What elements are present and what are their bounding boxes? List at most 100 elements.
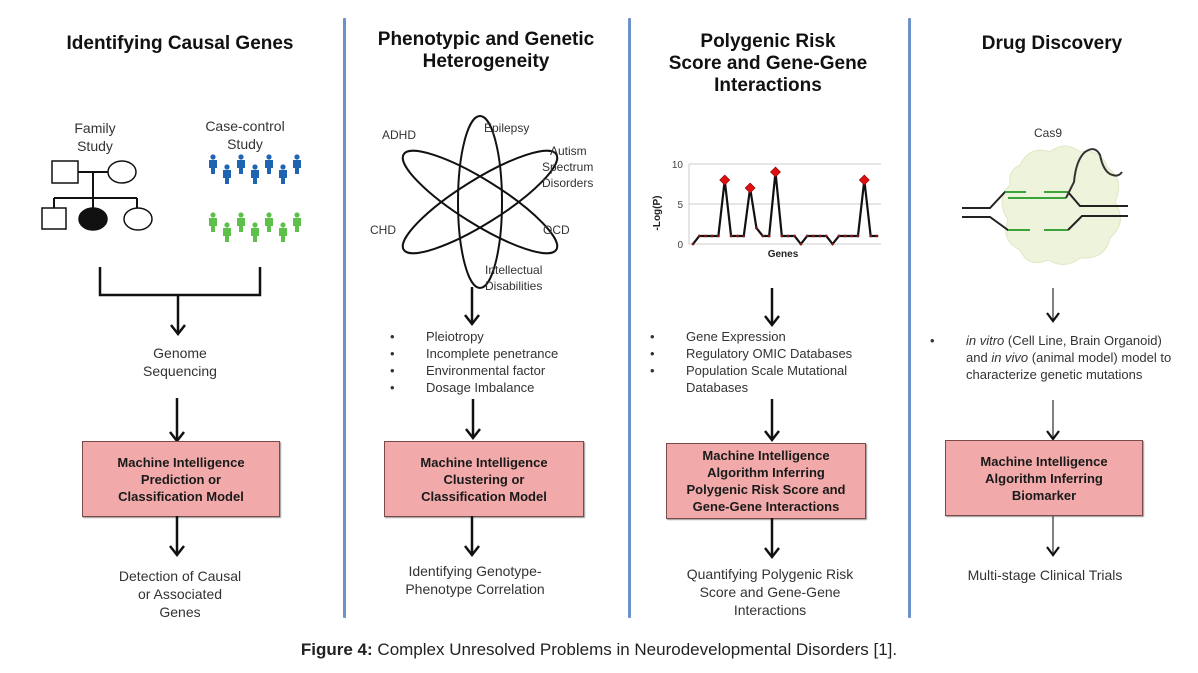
title-line: Interactions [714, 75, 822, 96]
caption-text: Complex Unresolved Problems in Neurodeve… [372, 640, 898, 659]
control-person-icon [237, 212, 245, 232]
data-point [736, 234, 739, 238]
label-line: Intellectual [485, 263, 543, 277]
bullet-text-part: (animal model) model to characterize gen… [966, 350, 1172, 382]
x-axis-label: Genes [768, 249, 799, 260]
box-line: Gene-Gene Interactions [692, 499, 840, 514]
caption-label: Figure 4: [300, 640, 373, 659]
data-point [824, 234, 828, 238]
panel-divider-2 [628, 18, 631, 618]
label-line: Interactions [733, 602, 807, 618]
arrow-down-icon [1046, 288, 1060, 323]
box-line: Machine Intelligence [117, 454, 245, 470]
mother-circle [107, 160, 137, 184]
peak-marker [770, 166, 781, 178]
data-point [793, 234, 796, 238]
control-person-icon [265, 212, 273, 232]
panel-title: Phenotypic and Genetic Heterogeneity [348, 29, 624, 73]
pedigree-chart [41, 160, 153, 231]
box-line: Classification Model [421, 488, 547, 504]
cas9-blob [1001, 145, 1121, 265]
label-line: Study [77, 138, 113, 154]
outcome-label: Identifying Genotype- Phenotype Correlat… [375, 562, 575, 598]
data-point [837, 234, 841, 238]
disorder-intellectual-disabilities: Intellectual Disabilities [485, 262, 542, 294]
affected-daughter-circle [78, 207, 108, 231]
arrow-down-icon [764, 288, 780, 328]
label-line: Multi-stage Clinical Trials [967, 567, 1123, 583]
box-line: Algorithm Inferring [707, 465, 825, 480]
panel-title: Polygenic Risk Score and Gene-Gene Inter… [632, 31, 904, 97]
arrow-down-icon [464, 516, 480, 558]
control-person-icon [223, 222, 231, 242]
data-point [710, 234, 714, 238]
case-control-study-label: Case-control Study [190, 117, 300, 153]
arrow-down-icon [169, 516, 185, 558]
label-line: Detection of Causal [118, 568, 242, 584]
series-line [692, 171, 877, 246]
atom-ellipses-diagram [401, 115, 559, 289]
disorder-adhd: ADHD [382, 128, 417, 142]
label-line: Disabilities [485, 279, 543, 293]
data-point [850, 234, 854, 238]
list-item: Population Scale Mutational Databases [650, 362, 890, 396]
control-person-icon [279, 222, 287, 242]
machine-intelligence-box: Machine Intelligence Prediction or Class… [82, 441, 280, 517]
merge-bracket [98, 267, 262, 337]
bullet-text: in vitro (Cell Line, Brain Organoid) and… [930, 332, 1180, 383]
arrow-down-icon [1046, 400, 1060, 441]
data-point [755, 226, 758, 230]
arrow-down-icon [169, 398, 185, 444]
figure-caption: Figure 4: Complex Unresolved Problems in… [0, 640, 1198, 660]
outcome-label: Quantifying Polygenic Risk Score and Gen… [650, 565, 890, 619]
data-point [691, 242, 695, 246]
data-point [729, 234, 733, 238]
data-point [843, 234, 847, 238]
case-person-icon [251, 164, 259, 184]
label-line: Quantifying Polygenic Risk [686, 566, 854, 582]
machine-intelligence-box: Machine Intelligence Clustering or Class… [384, 441, 584, 517]
y-tick-label: 10 [672, 160, 684, 171]
arrow-down-icon [1046, 516, 1060, 557]
box-line: Algorithm Inferring [985, 470, 1103, 486]
case-people-group [209, 154, 301, 184]
title-line: Score and Gene-Gene [668, 53, 868, 74]
bullet-dot: • [930, 333, 935, 348]
outcome-label: Multi-stage Clinical Trials [930, 566, 1160, 584]
list-item: Gene Expression [650, 328, 890, 345]
control-person-icon [251, 222, 259, 242]
label-line: Identifying Genotype- [408, 563, 542, 579]
genome-sequencing-label: Genome Sequencing [110, 344, 250, 380]
title-line: Heterogeneity [422, 51, 550, 72]
disorder-autism: Autism Spectrum Disorders [542, 143, 593, 191]
panel-divider-1 [343, 18, 346, 618]
outcome-label: Detection of Causal or Associated Genes [90, 567, 270, 621]
list-item: Regulatory OMIC Databases [650, 345, 890, 362]
son-square [41, 207, 67, 230]
label-line: Study [227, 136, 263, 152]
data-point [875, 234, 879, 238]
bullet-text-part: (Cell Line, Brain Organoid) and [966, 333, 1162, 365]
peak-marker [719, 174, 731, 186]
data-point [767, 234, 771, 238]
case-person-icon [293, 154, 301, 174]
panel-title: Drug Discovery [981, 33, 1123, 54]
data-point [704, 234, 708, 238]
arrow-down-icon [465, 399, 481, 441]
y-tick-label: 0 [677, 240, 683, 251]
disorder-epilepsy: Epilepsy [484, 121, 530, 135]
case-person-icon [209, 154, 217, 174]
data-point [697, 234, 701, 238]
father-square [51, 160, 79, 184]
model-description-bullet: • in vitro (Cell Line, Brain Organoid) a… [930, 332, 1180, 383]
label-line: Phenotype Correlation [405, 581, 545, 597]
data-point [742, 234, 746, 238]
box-line: Polygenic Risk Score and [686, 482, 846, 497]
data-point [716, 234, 720, 238]
family-study-label: Family Study [50, 119, 140, 155]
box-line: Machine Intelligence [980, 453, 1108, 469]
label-line: Disorders [542, 176, 594, 190]
control-person-icon [209, 212, 217, 232]
label-line: Case-control [205, 118, 285, 134]
italic-text: in vivo [991, 350, 1029, 365]
